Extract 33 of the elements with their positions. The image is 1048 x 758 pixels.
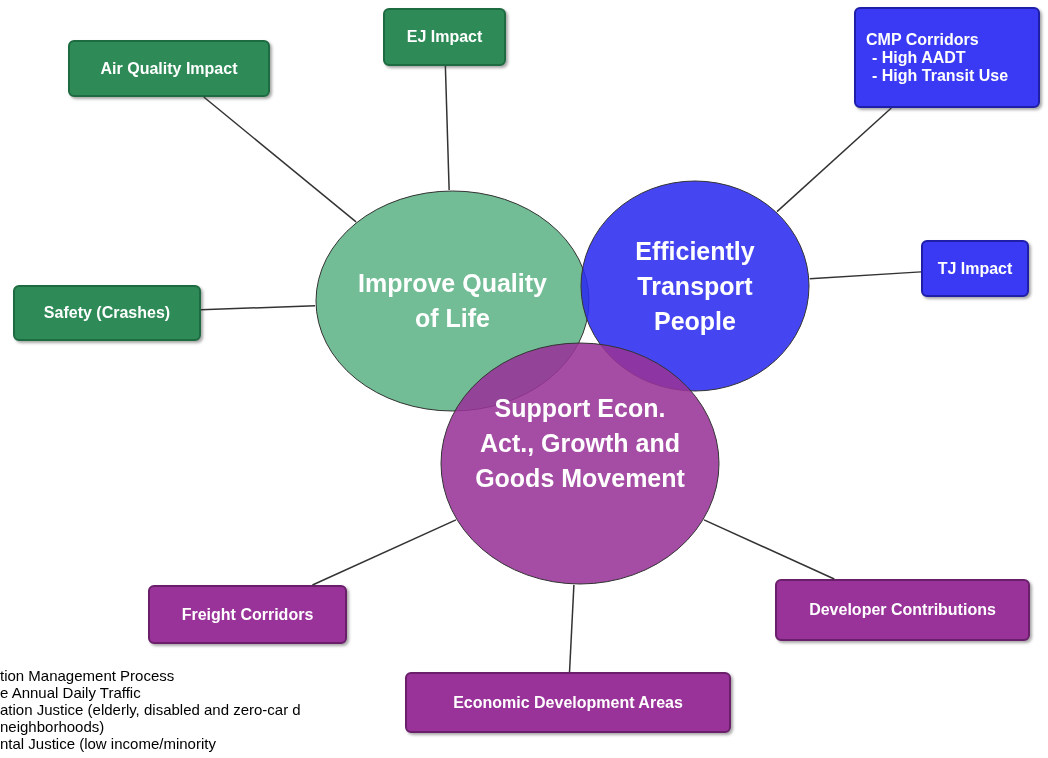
box-label: Economic Development Areas xyxy=(453,693,683,712)
list-item: - High AADT xyxy=(871,48,966,67)
ellipse-label: Efficiently Transport People xyxy=(634,235,756,337)
ellipse-label: Support Econ. Act., Growth and Goods Movement xyxy=(475,393,685,494)
legend-note: ation Justice (elderly, disabled and zero-car d neighborhoods) xyxy=(0,701,302,735)
category-box xyxy=(68,40,270,97)
box-label: Safety (Crashes) xyxy=(43,304,171,322)
box-label: EJ Impact xyxy=(406,28,483,46)
list-item: - High Transit Use xyxy=(871,66,1009,85)
connector-line xyxy=(703,519,835,580)
legend-note: e Annual Daily Traffic xyxy=(0,684,141,701)
legend-note: ntal Justice (low income/minority xyxy=(0,735,216,752)
connector-line xyxy=(311,519,457,586)
category-box xyxy=(854,7,1040,108)
connector-line xyxy=(444,65,450,191)
category-box xyxy=(405,672,731,733)
connector-line xyxy=(809,271,922,280)
box-label: TJ Impact xyxy=(937,259,1013,278)
connector-line xyxy=(776,107,893,213)
category-box xyxy=(13,285,201,341)
ellipse-label: Improve Quality of Life xyxy=(357,268,548,334)
connector-line xyxy=(568,584,575,673)
connector-line xyxy=(200,305,316,311)
box-label: Developer Contributions xyxy=(809,601,996,619)
category-box xyxy=(383,8,506,66)
box-label: Air Quality Impact xyxy=(100,59,238,78)
legend-note: tion Management Process xyxy=(0,667,175,684)
connector-line xyxy=(203,96,357,223)
box-label: CMP Corridors xyxy=(866,30,979,49)
box-label: Freight Corridors xyxy=(181,605,314,624)
category-box xyxy=(921,240,1029,297)
category-box xyxy=(148,585,347,644)
category-box xyxy=(775,579,1030,641)
